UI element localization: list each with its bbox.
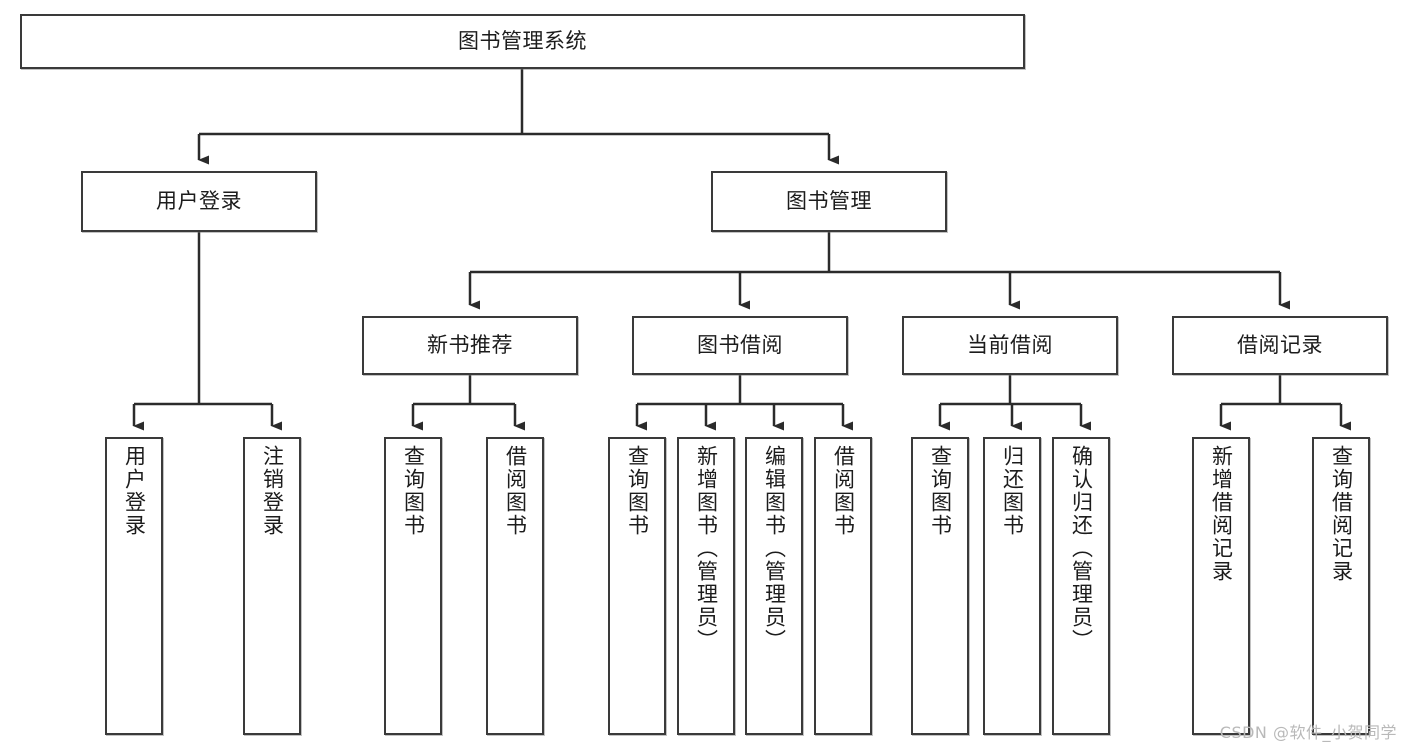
- node-bookmgmt[interactable]: 图书管理: [711, 171, 947, 232]
- node-leaf-cur-3[interactable]: 确认归还（管理员）: [1052, 437, 1110, 735]
- node-label-borrow: 图书借阅: [697, 332, 783, 357]
- node-label-bookmgmt: 图书管理: [786, 188, 872, 213]
- node-login[interactable]: 用户登录: [81, 171, 317, 232]
- node-leaf-new-1[interactable]: 查询图书: [384, 437, 442, 735]
- node-leaf-cur-1[interactable]: 查询图书: [911, 437, 969, 735]
- watermark-credit: CSDN @软件_小贺同学: [1219, 723, 1397, 742]
- node-leaf-login-1[interactable]: 用户登录: [105, 437, 163, 735]
- node-label-leaf-cur-2: 归还图书: [1000, 445, 1025, 537]
- node-label-records: 借阅记录: [1237, 332, 1323, 357]
- node-leaf-new-2[interactable]: 借阅图书: [486, 437, 544, 735]
- node-root[interactable]: 图书管理系统: [20, 14, 1025, 69]
- node-label-leaf-bor-4: 借阅图书: [831, 445, 856, 537]
- node-leaf-rec-1[interactable]: 新增借阅记录: [1192, 437, 1250, 735]
- node-leaf-bor-3[interactable]: 编辑图书（管理员）: [745, 437, 803, 735]
- node-leaf-rec-2[interactable]: 查询借阅记录: [1312, 437, 1370, 735]
- node-label-leaf-login-2: 注销登录: [260, 445, 285, 537]
- node-leaf-login-2[interactable]: 注销登录: [243, 437, 301, 735]
- node-records[interactable]: 借阅记录: [1172, 316, 1388, 375]
- node-label-leaf-cur-3: 确认归还（管理员）: [1069, 445, 1094, 652]
- node-newbook[interactable]: 新书推荐: [362, 316, 578, 375]
- node-label-leaf-bor-3: 编辑图书（管理员）: [762, 445, 787, 652]
- node-label-leaf-cur-1: 查询图书: [928, 445, 953, 537]
- node-leaf-bor-4[interactable]: 借阅图书: [814, 437, 872, 735]
- node-label-leaf-new-1: 查询图书: [401, 445, 426, 537]
- node-leaf-bor-1[interactable]: 查询图书: [608, 437, 666, 735]
- node-label-leaf-rec-2: 查询借阅记录: [1329, 445, 1354, 583]
- node-label-newbook: 新书推荐: [427, 332, 513, 357]
- node-leaf-cur-2[interactable]: 归还图书: [983, 437, 1041, 735]
- node-current[interactable]: 当前借阅: [902, 316, 1118, 375]
- node-label-leaf-login-1: 用户登录: [122, 445, 147, 537]
- node-leaf-bor-2[interactable]: 新增图书（管理员）: [677, 437, 735, 735]
- node-borrow[interactable]: 图书借阅: [632, 316, 848, 375]
- node-label-root: 图书管理系统: [458, 28, 587, 53]
- node-label-current: 当前借阅: [967, 332, 1053, 357]
- node-label-leaf-rec-1: 新增借阅记录: [1209, 445, 1234, 583]
- node-label-leaf-bor-2: 新增图书（管理员）: [694, 445, 719, 652]
- node-label-login: 用户登录: [156, 188, 242, 213]
- node-label-leaf-new-2: 借阅图书: [503, 445, 528, 537]
- node-label-leaf-bor-1: 查询图书: [625, 445, 650, 537]
